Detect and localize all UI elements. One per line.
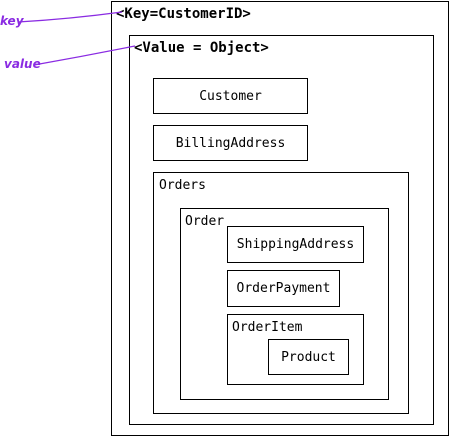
billing-address-box: BillingAddress bbox=[153, 125, 308, 161]
key-box-label: <Key=CustomerID> bbox=[116, 6, 251, 22]
key-annotation: key bbox=[0, 14, 24, 28]
order-item-label: OrderItem bbox=[232, 320, 303, 335]
value-box-label: <Value = Object> bbox=[134, 40, 269, 56]
key-pointer-line bbox=[17, 11, 123, 23]
order-label: Order bbox=[185, 214, 225, 229]
product-box: Product bbox=[268, 339, 349, 375]
order-payment-box: OrderPayment bbox=[227, 270, 340, 307]
customer-box: Customer bbox=[153, 78, 308, 114]
shipping-address-box: ShippingAddress bbox=[227, 226, 364, 263]
value-annotation: value bbox=[4, 57, 41, 71]
orders-label: Orders bbox=[159, 178, 206, 193]
